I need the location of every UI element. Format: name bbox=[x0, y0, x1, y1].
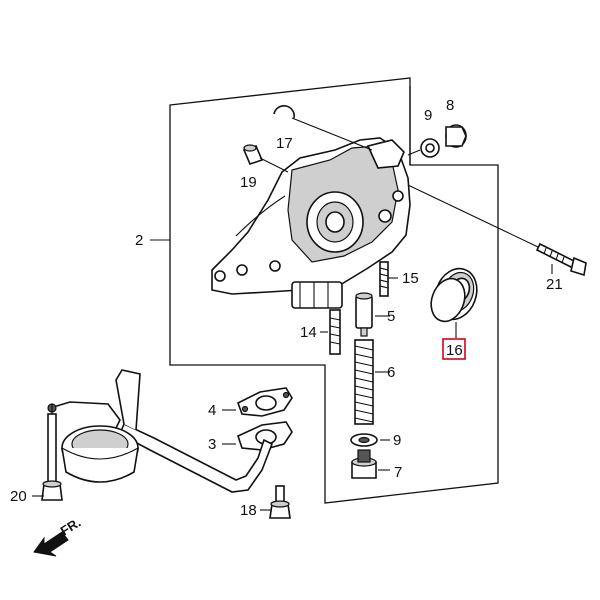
label-part-6: 6 bbox=[387, 364, 395, 381]
leader-lines bbox=[32, 239, 553, 511]
label-part-9-bottom: 9 bbox=[393, 432, 401, 449]
label-part-20: 20 bbox=[10, 488, 27, 505]
front-direction-arrow bbox=[33, 531, 69, 557]
label-part-5: 5 bbox=[387, 308, 395, 325]
label-part-16: 16 bbox=[446, 342, 463, 359]
relief-valve-part-5 bbox=[355, 292, 373, 337]
oil-strainer-part-3 bbox=[47, 369, 293, 493]
label-part-2: 2 bbox=[135, 232, 143, 249]
sealing-bolt-part-7 bbox=[351, 449, 377, 479]
plug-part-8 bbox=[445, 124, 467, 148]
label-part-9-top: 9 bbox=[424, 107, 432, 124]
label-part-19: 19 bbox=[240, 174, 257, 191]
bolt-part-21 bbox=[535, 242, 587, 277]
washer-part-9-top bbox=[420, 138, 440, 158]
bolt-part-18 bbox=[269, 485, 291, 519]
stud-part-15 bbox=[379, 261, 389, 297]
bolt-part-20 bbox=[41, 413, 63, 501]
label-part-14: 14 bbox=[300, 324, 317, 341]
oil-pump-body bbox=[211, 137, 411, 309]
label-part-3: 3 bbox=[208, 436, 216, 453]
label-part-18: 18 bbox=[240, 502, 257, 519]
label-part-7: 7 bbox=[394, 464, 402, 481]
spring-part-6 bbox=[354, 339, 374, 425]
label-part-17: 17 bbox=[276, 135, 293, 152]
washer-part-9-bottom bbox=[350, 433, 378, 447]
label-part-21: 21 bbox=[546, 276, 563, 293]
label-part-4: 4 bbox=[208, 402, 216, 419]
gasket-part-4 bbox=[237, 387, 293, 417]
stud-part-14 bbox=[329, 309, 341, 355]
label-part-8: 8 bbox=[446, 97, 454, 114]
dowel-pin-part-19 bbox=[242, 144, 264, 165]
label-part-15: 15 bbox=[402, 270, 419, 287]
highlight-box-part-16 bbox=[442, 338, 466, 360]
snap-ring-part-17 bbox=[273, 105, 295, 119]
oil-seal-part-16 bbox=[430, 267, 478, 323]
